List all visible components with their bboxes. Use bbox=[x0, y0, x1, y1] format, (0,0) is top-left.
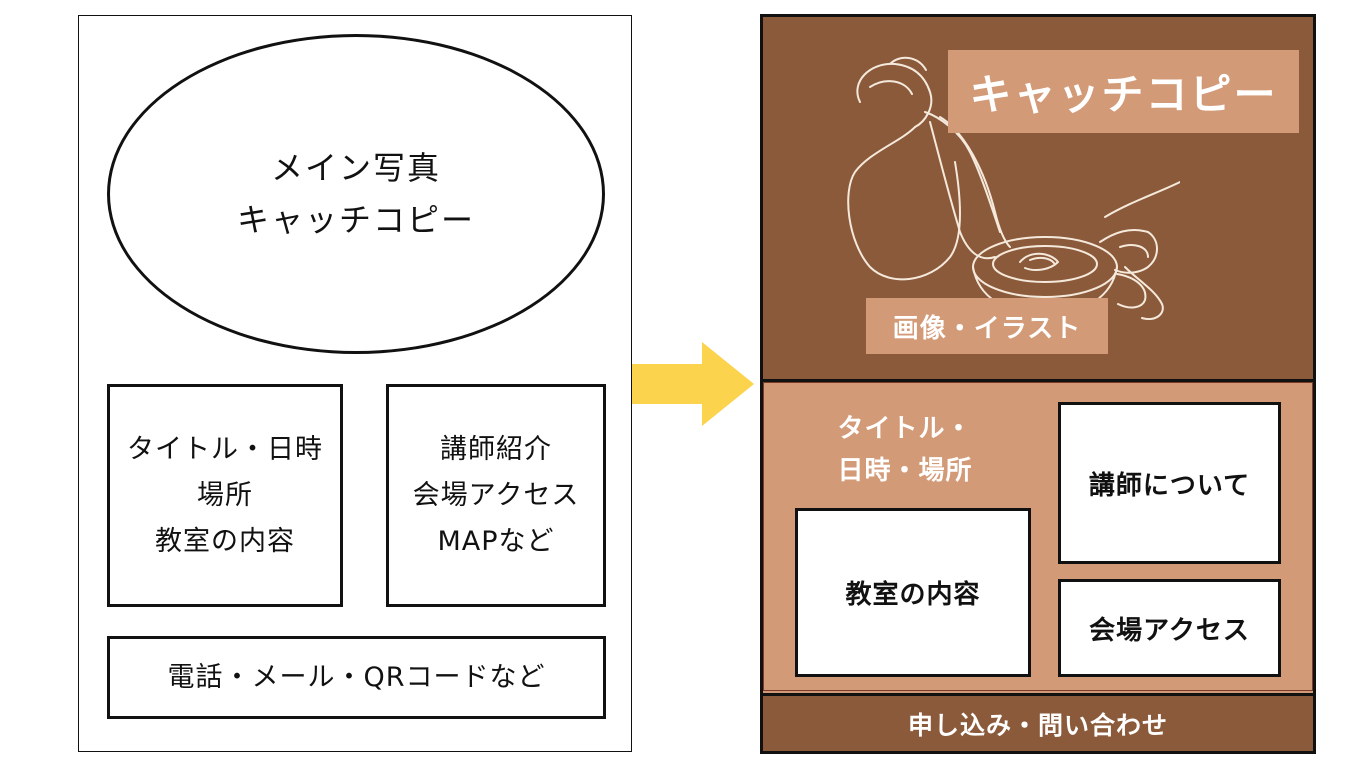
class-content-text: 教室の内容 bbox=[845, 580, 981, 610]
sketch-box-line: 会場アクセス bbox=[412, 479, 580, 511]
sketch-box-line: 講師紹介 bbox=[440, 433, 552, 465]
instructor-text: 講師について bbox=[1088, 470, 1251, 501]
sketch-main-photo-ellipse: メイン写真 キャッチコピー bbox=[107, 34, 605, 354]
footer-contact-bar: 申し込み・問い合わせ bbox=[763, 693, 1313, 751]
sketch-box-line: タイトル・日時 bbox=[127, 433, 323, 465]
latte-art-illustration bbox=[847, 56, 1180, 320]
title-line: タイトル・ bbox=[837, 414, 973, 444]
sketch-ellipse-text: メイン写真 キャッチコピー bbox=[237, 142, 475, 246]
catch-copy-text: キャッチコピー bbox=[969, 71, 1278, 118]
venue-access-box: 会場アクセス bbox=[1058, 579, 1281, 677]
arrow-right-icon bbox=[632, 342, 754, 426]
class-content-box: 教室の内容 bbox=[795, 508, 1031, 677]
title-date-place: タイトル・ 日時・場所 bbox=[790, 408, 1020, 492]
venue-access-text: 会場アクセス bbox=[1089, 615, 1250, 646]
catch-copy-banner: キャッチコピー bbox=[948, 50, 1299, 133]
sketch-box-line: MAPなど bbox=[437, 525, 555, 557]
sketch-box-title: タイトル・日時 場所 教室の内容 bbox=[107, 384, 343, 607]
sketch-box-line: 場所 bbox=[197, 479, 253, 511]
title-line: 日時・場所 bbox=[837, 456, 973, 486]
sketch-box-instructor: 講師紹介 会場アクセス MAPなど bbox=[386, 384, 606, 607]
sketch-ellipse-line: メイン写真 bbox=[270, 149, 441, 187]
footer-text: 申し込み・問い合わせ bbox=[907, 710, 1168, 740]
sketch-ellipse-line: キャッチコピー bbox=[236, 201, 475, 239]
sketch-box-line: 教室の内容 bbox=[155, 525, 295, 557]
instructor-box: 講師について bbox=[1058, 402, 1281, 564]
image-label-badge: 画像・イラスト bbox=[866, 298, 1108, 354]
sketch-box-contact: 電話・メール・QRコードなど bbox=[107, 636, 606, 719]
sketch-contact-text: 電話・メール・QRコードなど bbox=[167, 661, 546, 693]
image-label-text: 画像・イラスト bbox=[892, 313, 1082, 344]
